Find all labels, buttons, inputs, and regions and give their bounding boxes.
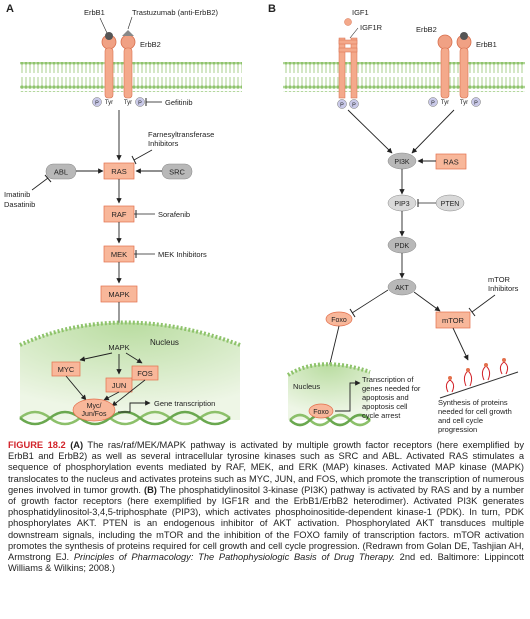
citation-end: 2nd ed. Baltimore: Lippincott Williams &… [8,552,524,574]
tyr-label-4: Tyr [460,100,468,106]
akt-label: AKT [395,285,409,292]
erbb2-label-a: ErbB2 [140,40,161,49]
igf1-label: IGF1 [352,8,369,17]
farnesyltransferase-label-2: Inhibitors [148,139,179,148]
book-title: Principles of Pharmacology: The Pathophy… [73,552,395,563]
gefitinib-label: Gefitinib [165,98,193,107]
tyr-label-1: Tyr [105,100,113,106]
gene-transcription-label: Gene transcription [154,399,215,408]
mtor-label: mTOR [442,316,465,325]
tyr-label-2: Tyr [124,100,132,106]
synthesis-label-1: Synthesis of proteins [438,398,508,407]
ras-node-b [435,153,467,170]
pi3k-label: PI3K [394,159,410,166]
foxo-label: Foxo [331,317,347,324]
phospho-icon [337,99,347,109]
cell-membrane-b [283,62,525,92]
panel-b-label: B [268,3,276,15]
pathway-figure: A ErbB1 Trastuzumab (anti-ErbB2) ErbB2 P… [4,3,525,434]
abl-label: ABL [54,168,68,177]
ras-label-b: RAS [443,158,458,167]
phospho-icon [135,97,145,107]
abl-node [45,163,77,180]
pip3-label: PIP3 [394,201,409,208]
nucleus-label-a: Nucleus [150,338,179,347]
farnesyltransferase-label-1: Farnesyltransferase [148,130,214,139]
trastuzumab-label: Trastuzumab (anti-ErbB2) [132,8,219,17]
erbb1-receptor-a [101,32,117,99]
fos-label: FOS [137,369,152,378]
dna-helix-b [289,413,371,427]
synthesis-label-3: and cell cycle [438,416,483,425]
phospho-label: P [138,101,142,107]
mtor-inhibitors-label-2: Inhibitors [488,284,519,293]
phospho-icon [92,97,102,107]
phospho-label: P [431,101,435,107]
nucleus-b [288,364,370,420]
erbb1-receptor-b [456,32,472,99]
sorafenib-label: Sorafenib [158,210,190,219]
tyr-label-3: Tyr [441,100,449,106]
myc-jun-fos-complex [72,398,116,422]
transcription-label-3: apoptosis and [362,393,409,402]
part-b-label: (B) [143,484,157,495]
erbb1-label-b: ErbB1 [476,40,497,49]
figure-caption: FIGURE 18.2 (A) The ras/raf/MEK/MAPK pat… [8,440,524,574]
synthesis-label-4: progression [438,425,477,434]
transcription-label-1: Transcription of [362,375,414,384]
transcription-label-4: apoptosis cell [362,402,408,411]
synthesis-label-2: needed for cell growth [438,407,512,416]
erbb2-receptor-a [120,30,136,99]
phospho-icon [471,97,481,107]
igf1-ligand-icon [344,18,352,26]
ribosome-mrna-icon [439,358,519,399]
panel-a: A ErbB1 Trastuzumab (anti-ErbB2) ErbB2 P… [4,3,242,426]
nucleus-a [20,322,240,420]
nucleus-label-b: Nucleus [293,382,320,391]
raf-label: RAF [112,210,127,219]
dasatinib-label: Dasatinib [4,200,35,209]
part-b-text: The phosphatidylinositol 3-kinase (PI3K)… [8,484,525,563]
part-a-label: (A) [70,440,84,450]
mapk-label: MAPK [108,290,129,299]
complex-label-2: Jun/Fos [82,411,107,418]
erbb1-label-a: ErbB1 [84,8,105,17]
phospho-label: P [474,101,478,107]
foxo-nuclear-node [308,403,334,419]
pdk-label: PDK [395,243,410,250]
trastuzumab-antibody-icon [122,30,134,36]
mek-label: MEK [111,250,127,259]
src-node [161,163,193,180]
ras-label-a: RAS [111,167,126,176]
phospho-icon [428,97,438,107]
phospho-label: P [352,103,356,109]
pten-label: PTEN [441,201,460,208]
phospho-icon [349,99,359,109]
igf1r-label: IGF1R [360,23,383,32]
phospho-label: P [95,101,99,107]
panel-a-label: A [6,3,14,15]
mtor-inhibitors-label-1: mTOR [488,275,511,284]
foxo-nuclear-label: Foxo [313,409,329,416]
mapk-nuclear-label: MAPK [108,343,129,352]
erbb2-label-b: ErbB2 [416,25,437,34]
part-a-text: The ras/raf/MEK/MAPK pathway is activate… [8,440,524,495]
panel-b: B IGF1 IGF1R P P ErbB2 ErbB1 P [268,3,525,434]
src-label: SRC [169,168,185,177]
erbb2-receptor-b [437,34,453,99]
phospho-label: P [340,103,344,109]
myc-label: MYC [58,365,75,374]
mek-inhibitors-label: MEK Inhibitors [158,250,207,259]
nuclear-membrane-a [19,320,241,347]
igf1r-receptor [338,18,358,99]
transcription-label-2: genes needed for [362,384,421,393]
figure-label: FIGURE 18.2 [8,440,66,450]
transcription-label-5: cycle arrest [362,411,401,420]
jun-label: JUN [112,381,127,390]
akt-node [387,278,417,296]
complex-label-1: Myc/ [87,403,102,410]
imatinib-label: Imatinib [4,190,30,199]
